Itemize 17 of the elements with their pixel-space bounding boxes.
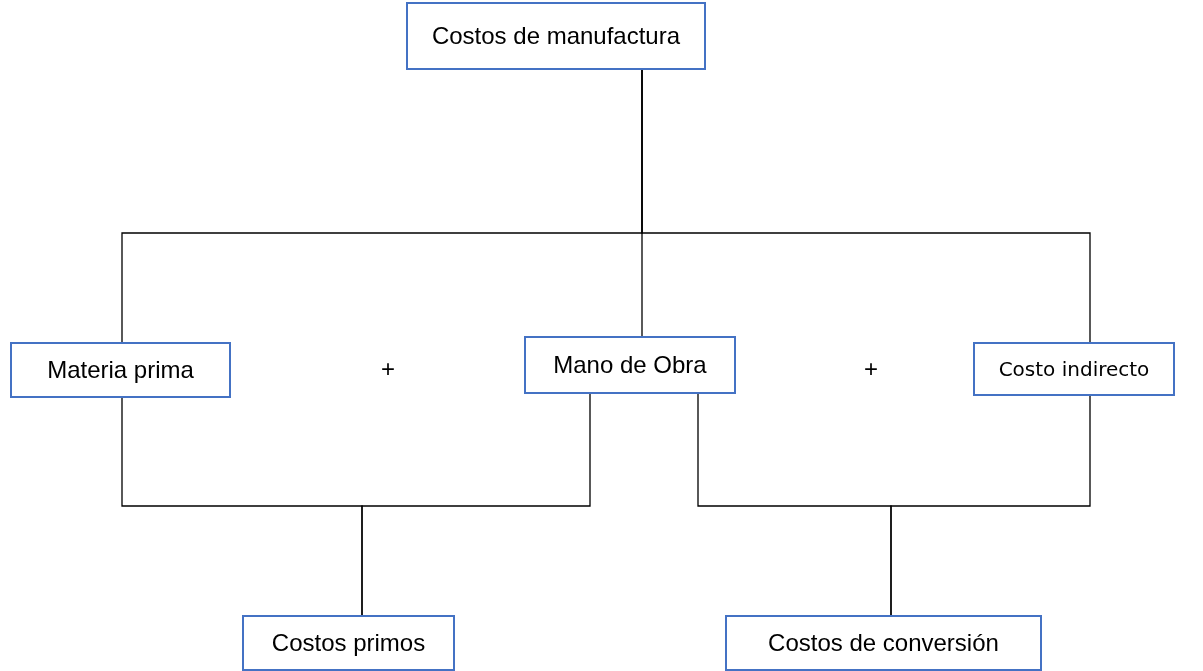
box-label: Costos de manufactura (431, 22, 681, 50)
connector-line (641, 69, 1091, 343)
plus-sign: + (381, 355, 395, 383)
plus-sign: + (864, 355, 878, 383)
box-label: Mano de Obra (553, 351, 707, 379)
box-label: Costos de conversión (768, 629, 999, 657)
connector-line (361, 393, 591, 616)
process-box (10, 342, 231, 398)
process-box (406, 2, 706, 70)
box-label: Costo indirecto (998, 357, 1150, 381)
box-label: Costos primos (271, 629, 426, 657)
process-box (524, 336, 736, 394)
connector-line (890, 395, 1091, 616)
process-box (725, 615, 1042, 671)
process-box (242, 615, 455, 671)
box-label: Materia prima (47, 356, 194, 384)
process-box (973, 342, 1175, 396)
